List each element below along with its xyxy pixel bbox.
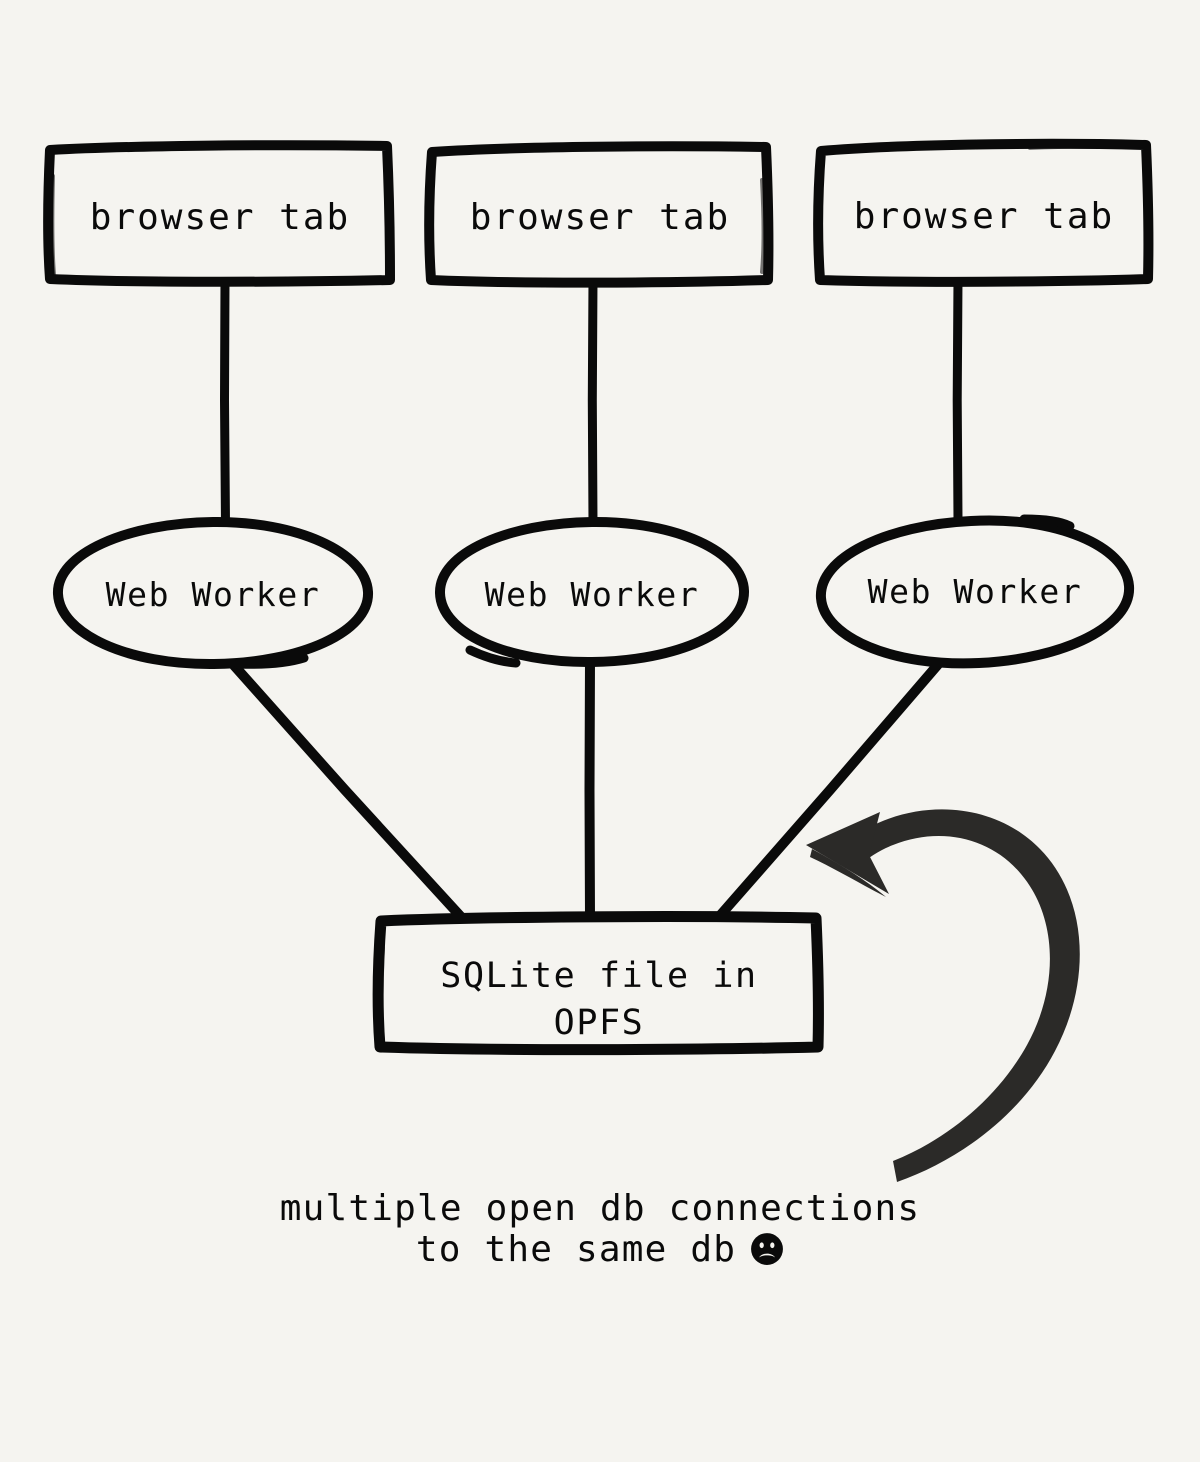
edge-group (220, 274, 963, 924)
edge-tab-2-to-worker-2 (587, 274, 598, 528)
annotation-caption: multiple open db connections to the same… (0, 1188, 1200, 1270)
edge-worker-2-to-store (584, 655, 595, 924)
web-worker-ellipses (53, 512, 1135, 670)
annotation-caption-line-2-wrap: to the same db (0, 1229, 1200, 1270)
sqlite-opfs-box[interactable] (372, 911, 824, 1056)
browser-tab-box-2[interactable] (424, 141, 774, 288)
annotation-caption-line-2: to the same db (415, 1229, 737, 1270)
edge-tab-1-to-worker-1 (220, 274, 230, 530)
browser-tab-box-3[interactable] (813, 138, 1154, 287)
web-worker-ellipse-1[interactable] (53, 516, 373, 670)
annotation-caption-line-1: multiple open db connections (279, 1188, 921, 1229)
edge-tab-3-to-worker-3 (952, 274, 963, 525)
edge-worker-3-to-store (712, 656, 946, 924)
web-worker-ellipse-3[interactable] (815, 512, 1135, 669)
annotation-curved-arrow (806, 809, 1080, 1182)
edge-worker-1-to-store (226, 657, 468, 924)
web-worker-ellipse-2[interactable] (434, 516, 750, 668)
browser-tab-box-1[interactable] (43, 140, 395, 287)
frowning-face-emoji (751, 1233, 784, 1265)
browser-tab-boxes (43, 138, 1154, 288)
